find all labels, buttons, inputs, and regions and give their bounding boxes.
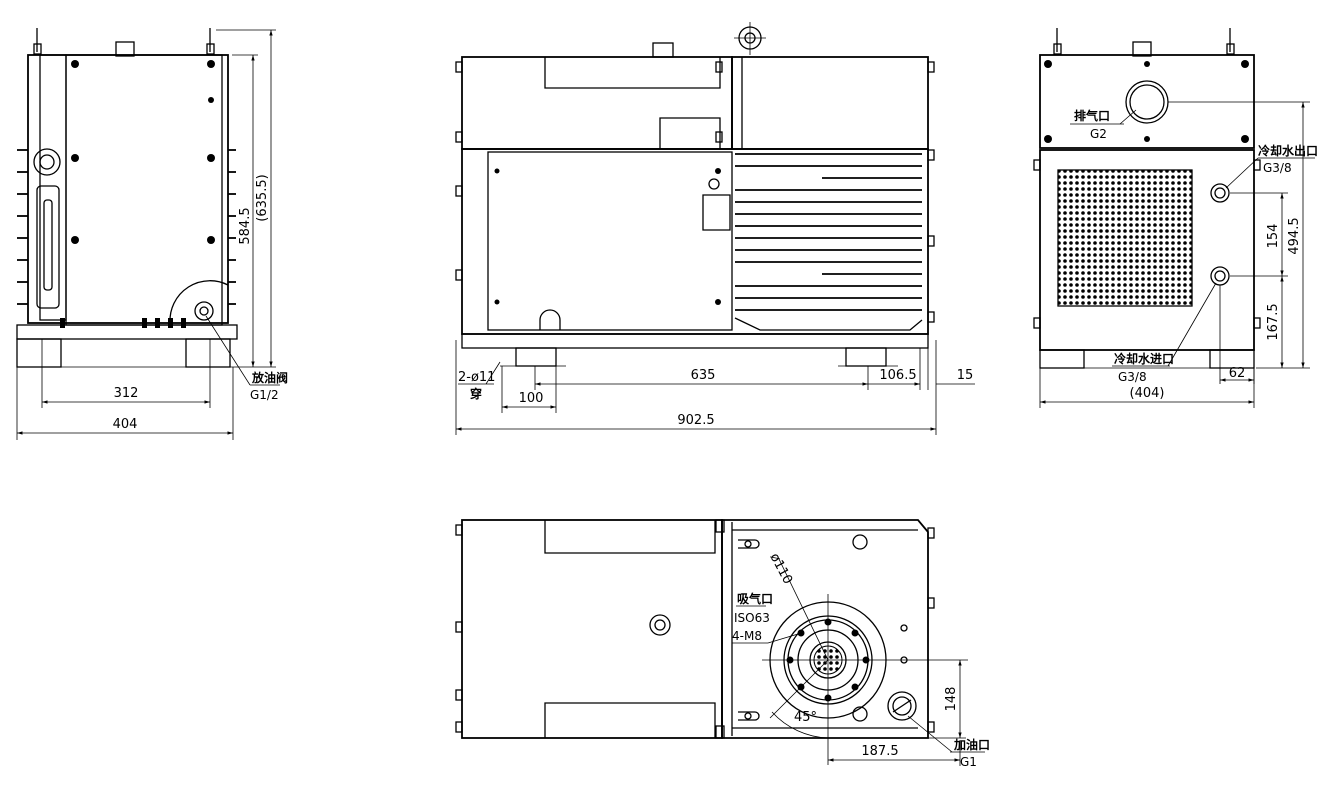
dim-584-5: 584.5 <box>238 207 253 244</box>
dim-100: 100 <box>519 391 544 406</box>
top-view: 45° ø110 加油口 G1 148 187.5 吸气口 ISO63 4-M8 <box>455 519 990 769</box>
drain-valve-thread: G1/2 <box>250 388 279 402</box>
intake-flange: ISO63 <box>734 611 770 625</box>
dim-187-5: 187.5 <box>861 744 898 759</box>
dim-15: 15 <box>957 368 974 383</box>
dim-312: 312 <box>114 386 139 401</box>
dim-167-5: 167.5 <box>1266 303 1281 340</box>
water-out-thread: G3/8 <box>1263 161 1292 175</box>
water-in-thread: G3/8 <box>1118 370 1147 384</box>
oil-fill-thread: G1 <box>960 755 977 769</box>
dim-154: 154 <box>1266 224 1281 249</box>
oil-fill-label: 加油口 <box>953 737 990 752</box>
dim-148: 148 <box>944 687 959 712</box>
holes-note: 穿 <box>470 386 482 401</box>
dim-635: 635 <box>691 368 716 383</box>
left-side-view: 584.5 (635.5) 312 404 放油阀 G1/2 <box>16 28 288 440</box>
water-in-label: 冷却水进口 <box>1114 351 1174 366</box>
dim-635-5: (635.5) <box>255 174 270 221</box>
right-side-view: 154 167.5 494.5 62 (404) 排气口 G2 冷却水出口 G3… <box>1033 28 1318 408</box>
drain-valve-label: 放油阀 <box>251 370 288 385</box>
dim-404-right: (404) <box>1130 386 1165 401</box>
dim-110: ø110 <box>766 551 795 587</box>
dim-106-5: 106.5 <box>879 368 916 383</box>
exhaust-thread: G2 <box>1090 127 1107 141</box>
dim-902-5: 902.5 <box>677 413 714 428</box>
front-view: 902.5 635 106.5 15 100 2-ø11 穿 <box>455 22 975 435</box>
dim-62: 62 <box>1229 366 1246 381</box>
holes-label: 2-ø11 <box>458 370 495 385</box>
water-out-label: 冷却水出口 <box>1258 143 1318 158</box>
dim-494-5: 494.5 <box>1287 217 1302 254</box>
dim-45: 45° <box>794 710 817 725</box>
exhaust-label: 排气口 <box>1074 108 1110 123</box>
bolts-label: 4-M8 <box>732 629 762 643</box>
dim-404-left: 404 <box>113 417 138 432</box>
intake-label: 吸气口 <box>737 591 773 606</box>
